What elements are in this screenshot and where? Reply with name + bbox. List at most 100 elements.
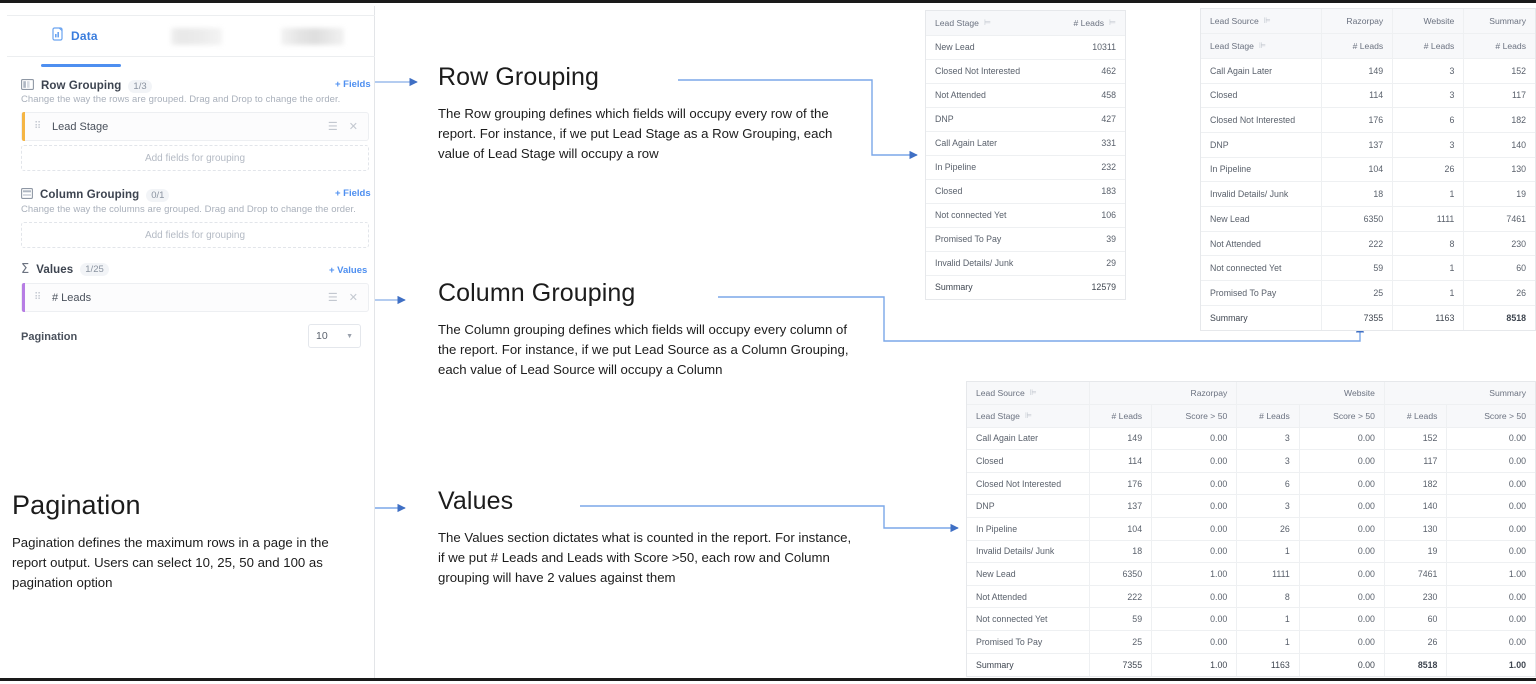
data-cell: 0.00 bbox=[1298, 449, 1385, 473]
chip-settings-icon[interactable]: ☰ bbox=[327, 121, 338, 133]
group-icon[interactable]: ⊫ bbox=[1029, 388, 1037, 398]
data-cell: 25 bbox=[1320, 280, 1393, 306]
measure-header-score[interactable]: Score > 50 bbox=[1151, 404, 1237, 428]
data-cell: 182 bbox=[1383, 472, 1447, 496]
data-cell: 1111 bbox=[1392, 206, 1464, 232]
row-label-cell: In Pipeline bbox=[1201, 157, 1322, 183]
chip-remove-icon[interactable]: ✕ bbox=[348, 292, 358, 304]
tab-hidden-1[interactable] bbox=[171, 28, 222, 45]
chip-settings-icon[interactable]: ☰ bbox=[327, 292, 338, 304]
row-label-cell: Closed bbox=[926, 179, 1052, 204]
measure-header-leads[interactable]: # Leads bbox=[1392, 33, 1464, 59]
column-header-lead-stage[interactable]: Lead Stage⊫ bbox=[1201, 33, 1322, 59]
values-chip-leads[interactable]: ⠿ # Leads ☰ ✕ bbox=[21, 283, 369, 312]
group-icon[interactable]: ⊫ bbox=[1258, 41, 1266, 51]
data-cell: 26 bbox=[1463, 280, 1535, 306]
measure-header-leads[interactable]: # Leads bbox=[1320, 33, 1393, 59]
annotation-body: Pagination defines the maximum rows in a… bbox=[12, 535, 329, 591]
group-header-lead-source[interactable]: Lead Source⊫ bbox=[1201, 9, 1322, 35]
pivot-table-values: Lead Source⊫ Razorpay Website Summary Le… bbox=[966, 381, 1536, 677]
data-cell: 0.00 bbox=[1298, 494, 1385, 519]
group-header-summary[interactable]: Summary bbox=[1383, 382, 1535, 406]
data-cell: 331 bbox=[1051, 131, 1125, 156]
data-cell: 0.00 bbox=[1298, 427, 1385, 451]
data-cell: 232 bbox=[1051, 155, 1125, 180]
row-grouping-dropzone[interactable]: Add fields for grouping bbox=[21, 145, 369, 171]
pagination-label: Pagination bbox=[21, 331, 78, 343]
annotation-title: Row Grouping bbox=[438, 63, 600, 91]
measure-header-leads[interactable]: # Leads bbox=[1088, 404, 1152, 428]
group-header-lead-source[interactable]: Lead Source⊫ bbox=[967, 382, 1090, 406]
group-icon[interactable]: ⊫ bbox=[1024, 410, 1032, 420]
group-header-website[interactable]: Website bbox=[1236, 382, 1385, 406]
data-cell: 0.00 bbox=[1151, 449, 1237, 473]
row-grouping-add-fields[interactable]: + Fields bbox=[335, 79, 371, 90]
column-grouping-header: Column Grouping 0/1 bbox=[21, 186, 170, 204]
data-cell: 0.00 bbox=[1298, 585, 1385, 609]
data-cell: 39 bbox=[1051, 227, 1125, 252]
column-grouping-dropzone[interactable]: Add fields for grouping bbox=[21, 222, 369, 248]
sort-filter-icon[interactable]: ⊨ bbox=[983, 17, 991, 27]
measure-header-leads[interactable]: # Leads bbox=[1383, 404, 1447, 428]
summary-value-cell: 1.00 bbox=[1446, 652, 1535, 676]
drag-handle-icon[interactable]: ⠿ bbox=[34, 292, 41, 303]
chip-label: # Leads bbox=[52, 291, 92, 304]
row-grouping-chip-lead-stage[interactable]: ⠿ Lead Stage ☰ ✕ bbox=[21, 112, 369, 141]
row-label-cell: Not connected Yet bbox=[926, 203, 1052, 228]
group-icon[interactable]: ⊫ bbox=[1263, 16, 1271, 26]
data-cell: 0.00 bbox=[1298, 562, 1385, 586]
measure-header-score[interactable]: Score > 50 bbox=[1446, 404, 1535, 428]
measure-header-score[interactable]: Score > 50 bbox=[1298, 404, 1385, 428]
values-add-button[interactable]: + Values bbox=[329, 265, 368, 276]
data-cell: 6 bbox=[1392, 107, 1464, 133]
data-cell: 130 bbox=[1463, 157, 1535, 183]
data-cell: 130 bbox=[1383, 517, 1447, 541]
data-cell: 26 bbox=[1392, 157, 1464, 183]
row-label-cell: New Lead bbox=[1201, 206, 1322, 232]
data-cell: 104 bbox=[1320, 157, 1393, 183]
data-cell: 0.00 bbox=[1151, 517, 1237, 541]
data-cell: 0.00 bbox=[1446, 585, 1535, 609]
column-header-lead-stage[interactable]: Lead Stage⊨ bbox=[926, 11, 1052, 36]
summary-value-cell: 1.00 bbox=[1151, 652, 1237, 676]
data-cell: 462 bbox=[1051, 59, 1125, 84]
column-header-lead-stage[interactable]: Lead Stage⊫ bbox=[967, 404, 1090, 428]
column-grouping-icon bbox=[21, 186, 33, 204]
values-header: Σ Values 1/25 bbox=[21, 263, 109, 276]
row-label-cell: Call Again Later bbox=[1201, 58, 1322, 84]
measure-header-leads[interactable]: # Leads bbox=[1236, 404, 1300, 428]
data-cell: 117 bbox=[1383, 449, 1447, 473]
group-header-razorpay[interactable]: Razorpay bbox=[1320, 9, 1393, 35]
data-cell: 149 bbox=[1320, 58, 1393, 84]
group-header-summary[interactable]: Summary bbox=[1463, 9, 1535, 35]
values-count: 1/25 bbox=[80, 263, 109, 276]
pagination-select[interactable]: 10 ▼ bbox=[308, 324, 361, 348]
data-cell: 182 bbox=[1463, 107, 1535, 133]
data-cell: 1 bbox=[1236, 540, 1300, 564]
data-cell: 0.00 bbox=[1446, 427, 1535, 451]
drag-handle-icon[interactable]: ⠿ bbox=[34, 121, 41, 132]
measure-header-leads[interactable]: # Leads bbox=[1463, 33, 1535, 59]
column-grouping-add-fields[interactable]: + Fields bbox=[335, 188, 371, 199]
data-cell: 117 bbox=[1463, 83, 1535, 109]
tab-data[interactable]: Data bbox=[52, 21, 98, 51]
chip-remove-icon[interactable]: ✕ bbox=[348, 121, 358, 133]
tab-hidden-2[interactable] bbox=[281, 28, 344, 45]
data-cell: 0.00 bbox=[1446, 540, 1535, 564]
sort-filter-icon[interactable]: ⊨ bbox=[1109, 17, 1116, 27]
data-cell: 176 bbox=[1320, 107, 1393, 133]
group-header-website[interactable]: Website bbox=[1392, 9, 1464, 35]
group-header-razorpay[interactable]: Razorpay bbox=[1088, 382, 1237, 406]
data-cell: 10311 bbox=[1051, 35, 1125, 60]
column-header-leads[interactable]: # Leads⊨ bbox=[1051, 11, 1125, 36]
data-cell: 0.00 bbox=[1446, 630, 1535, 654]
column-grouping-description: Change the way the columns are grouped. … bbox=[21, 204, 356, 215]
sigma-icon: Σ bbox=[21, 262, 30, 277]
